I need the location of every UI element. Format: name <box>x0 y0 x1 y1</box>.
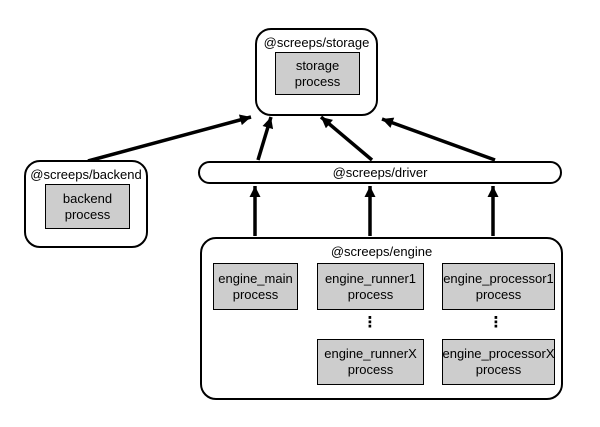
process-box-storage: storage process <box>275 52 360 95</box>
node-storage-title: @screeps/storage <box>263 35 370 50</box>
runner-ellipsis: ⋮ <box>362 313 378 331</box>
node-driver-title: @screeps/driver <box>332 165 428 180</box>
process-box-engine-runnerX: engine_runnerX process <box>317 339 424 385</box>
node-storage: @screeps/storage storage process <box>255 28 378 116</box>
node-driver: @screeps/driver <box>198 161 562 184</box>
process-box-backend: backend process <box>45 184 130 229</box>
processor-ellipsis: ⋮ <box>488 313 504 331</box>
node-backend: @screeps/backend backend process <box>24 160 148 248</box>
process-box-engine-processor1: engine_processor1 process <box>442 263 555 310</box>
arrow-driver-to-storage-right <box>381 117 496 162</box>
process-box-engine-processorX: engine_processorX process <box>442 339 555 385</box>
node-backend-title: @screeps/backend <box>30 167 142 182</box>
arrow-driver-to-storage-left <box>256 116 274 161</box>
process-box-engine-main: engine_main process <box>213 263 298 310</box>
arrow-driver-to-storage-middle <box>319 115 374 162</box>
node-engine: @screeps/engine engine_main process engi… <box>200 237 563 400</box>
node-engine-title: @screeps/engine <box>330 244 433 259</box>
process-box-engine-runner1: engine_runner1 process <box>317 263 424 310</box>
arrow-backend-to-storage <box>87 114 252 163</box>
